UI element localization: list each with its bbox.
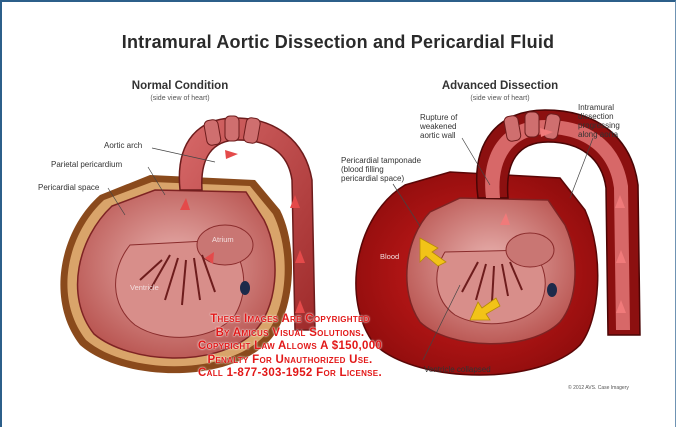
watermark-line5: Call 1-877-303-1952 For License. (140, 367, 440, 381)
atrium-chamber (197, 225, 253, 265)
label-atrium: Atrium (212, 235, 234, 244)
label-intramural-line1: Intramural (578, 103, 620, 112)
label-rupture-line1: Rupture of (420, 113, 457, 122)
label-rupture: Rupture of weakened aortic wall (420, 113, 457, 140)
label-parietal-pericardium: Parietal pericardium (51, 160, 122, 169)
label-intramural-line2: dissection (578, 112, 620, 121)
label-intramural: Intramural dissection progressing along … (578, 103, 620, 139)
copyright-watermark: These Images Are Copyrighted By Amicus V… (140, 313, 440, 381)
label-rupture-line3: aortic wall (420, 131, 457, 140)
label-tamponade-line2: (blood filling (341, 165, 421, 174)
label-pericardial-space: Pericardial space (38, 183, 99, 192)
label-intramural-line4: along aorta (578, 130, 620, 139)
label-blood: Blood (380, 252, 399, 261)
label-tamponade-line3: pericardial space) (341, 174, 421, 183)
copyright-notice: © 2012 AVS. Case Imagery (568, 385, 629, 391)
label-intramural-line3: progressing (578, 121, 620, 130)
watermark-line4: Penalty For Unauthorized Use. (140, 354, 440, 368)
label-ventricle: Ventricle (130, 283, 159, 292)
label-tamponade-line1: Pericardial tamponade (341, 156, 421, 165)
watermark-line1: These Images Are Copyrighted (140, 313, 440, 327)
label-rupture-line2: weakened (420, 122, 457, 131)
label-aortic-arch: Aortic arch (104, 141, 142, 150)
watermark-line2: By Amicus Visual Solutions. (140, 327, 440, 341)
label-tamponade: Pericardial tamponade (blood filling per… (341, 156, 421, 183)
watermark-line3: Copyright Law Allows A $150,000 (140, 340, 440, 354)
